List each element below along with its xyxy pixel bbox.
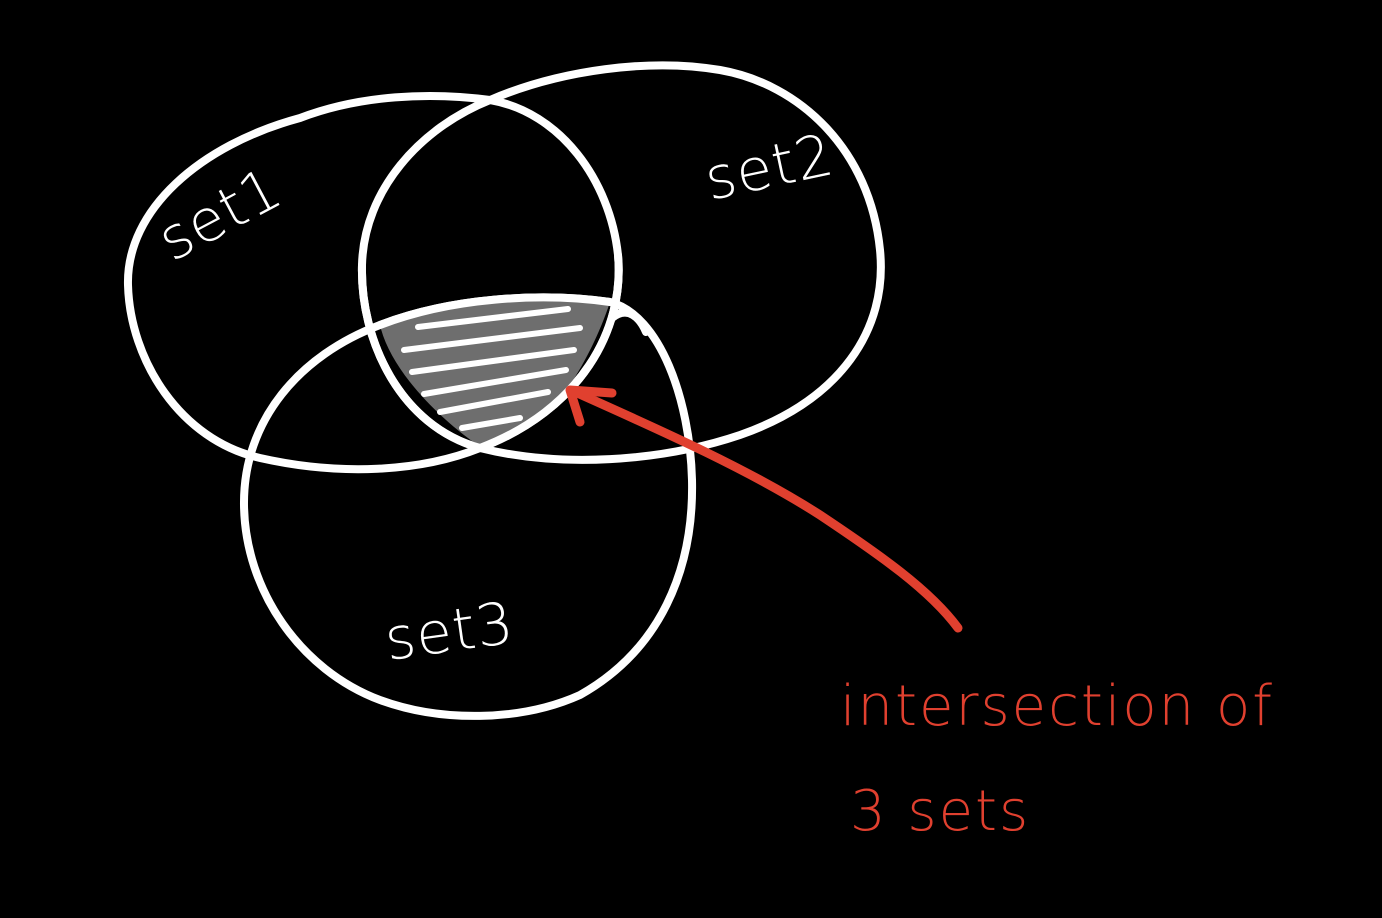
set2-arc-overlay — [357, 261, 484, 452]
set1-arc-overlay — [476, 251, 623, 452]
annotation-arrow — [565, 385, 963, 633]
set3-arc-overlay — [376, 293, 614, 329]
intersection-hatching — [401, 306, 583, 431]
annotation-line1: intersection of — [840, 674, 1274, 739]
annotation-line2: 3 sets — [850, 779, 1030, 844]
